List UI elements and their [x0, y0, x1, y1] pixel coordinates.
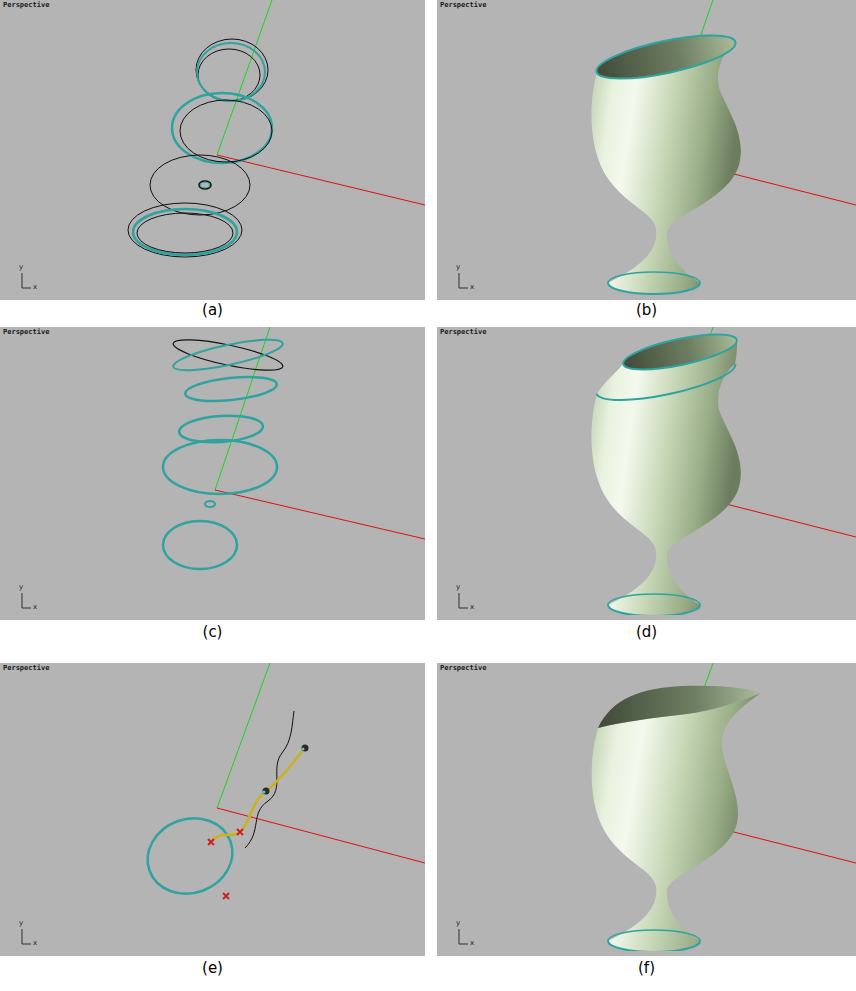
axis-letter: x — [33, 284, 37, 291]
viewport-panel — [437, 327, 856, 620]
knot-mark — [208, 839, 214, 845]
viewport-content — [137, 711, 309, 905]
base-edge — [608, 941, 700, 951]
panel-caption: (a) — [202, 303, 223, 318]
panel-caption: (d) — [636, 625, 657, 640]
base-edge — [608, 605, 700, 615]
viewport-name: Perspective — [440, 329, 486, 336]
section-curve — [205, 501, 215, 507]
section-curve — [201, 182, 210, 188]
panel-caption: (f) — [638, 961, 655, 976]
axis-icon — [22, 273, 31, 288]
axis-icon — [459, 929, 468, 944]
viewport-background — [0, 663, 425, 956]
axis-letter: y — [456, 920, 460, 927]
control-point — [263, 791, 266, 794]
viewport-name: Perspective — [440, 2, 486, 9]
axis-letter: y — [19, 920, 23, 927]
axis-icon — [22, 593, 31, 608]
goblet-opening — [593, 27, 739, 88]
goblet-surface — [592, 693, 761, 951]
y-axis — [215, 327, 270, 490]
axis-letter: x — [33, 604, 37, 611]
viewport-background — [437, 327, 856, 620]
axis-letter: y — [19, 584, 23, 591]
viewport-name: Perspective — [3, 665, 49, 672]
control-point — [263, 788, 270, 795]
viewport-name: Perspective — [3, 2, 49, 9]
section-curve — [163, 521, 237, 569]
axis-icon — [459, 273, 468, 288]
viewport-content — [592, 686, 761, 951]
viewport-panel — [437, 663, 856, 956]
knot-mark — [237, 829, 243, 835]
panel-caption: (e) — [202, 961, 223, 976]
viewport-background — [0, 327, 425, 620]
viewport-content — [163, 334, 285, 569]
x-axis — [215, 490, 425, 539]
base-edge — [608, 930, 700, 941]
section-curve — [172, 93, 272, 163]
control-point — [302, 748, 305, 751]
viewport-panel — [0, 663, 425, 956]
section-curve — [597, 364, 736, 400]
viewport-panel — [0, 0, 425, 300]
viewport-panel — [0, 327, 425, 620]
section-curve — [180, 100, 272, 162]
viewport-content — [128, 39, 272, 257]
axis-letter: x — [470, 284, 474, 291]
axis-letter: x — [33, 940, 37, 947]
knot-mark — [223, 893, 229, 899]
axis-letter: y — [19, 264, 23, 271]
section-curve — [150, 155, 250, 215]
x-axis — [217, 155, 425, 205]
viewport-background — [437, 0, 856, 300]
goblet-opening — [621, 327, 740, 377]
axis-letter: y — [456, 264, 460, 271]
viewport-background — [0, 0, 425, 300]
axis-letter: x — [470, 604, 474, 611]
base-edge — [608, 272, 700, 283]
base-edge — [608, 594, 700, 605]
viewport-panel — [437, 0, 856, 300]
section-curve — [163, 440, 277, 494]
axis-letter: y — [456, 584, 460, 591]
panel-caption: (c) — [203, 625, 223, 640]
section-curve — [196, 39, 268, 101]
section-curve — [137, 807, 243, 906]
x-axis — [217, 808, 425, 863]
panel-caption: (b) — [636, 303, 657, 318]
section-curve — [137, 213, 233, 253]
section-curve — [171, 334, 285, 377]
section-curve — [184, 373, 278, 404]
viewport-content — [591, 27, 740, 294]
viewport-name: Perspective — [3, 329, 49, 336]
control-point — [302, 745, 309, 752]
axis-icon — [22, 929, 31, 944]
viewport-content — [591, 327, 740, 615]
section-curve — [133, 209, 237, 255]
goblet-surface — [591, 340, 740, 615]
base-edge — [608, 283, 700, 294]
goblet-opening — [598, 686, 761, 728]
axis-letter: x — [470, 940, 474, 947]
guide-curve — [245, 711, 294, 848]
section-curve — [199, 181, 211, 189]
y-axis — [217, 663, 270, 808]
axis-icon — [459, 593, 468, 608]
section-curve — [171, 334, 285, 377]
goblet-surface — [591, 42, 740, 294]
viewport-name: Perspective — [440, 665, 486, 672]
section-curve — [128, 203, 242, 257]
sweep-path — [211, 748, 305, 842]
viewport-background — [437, 663, 856, 956]
